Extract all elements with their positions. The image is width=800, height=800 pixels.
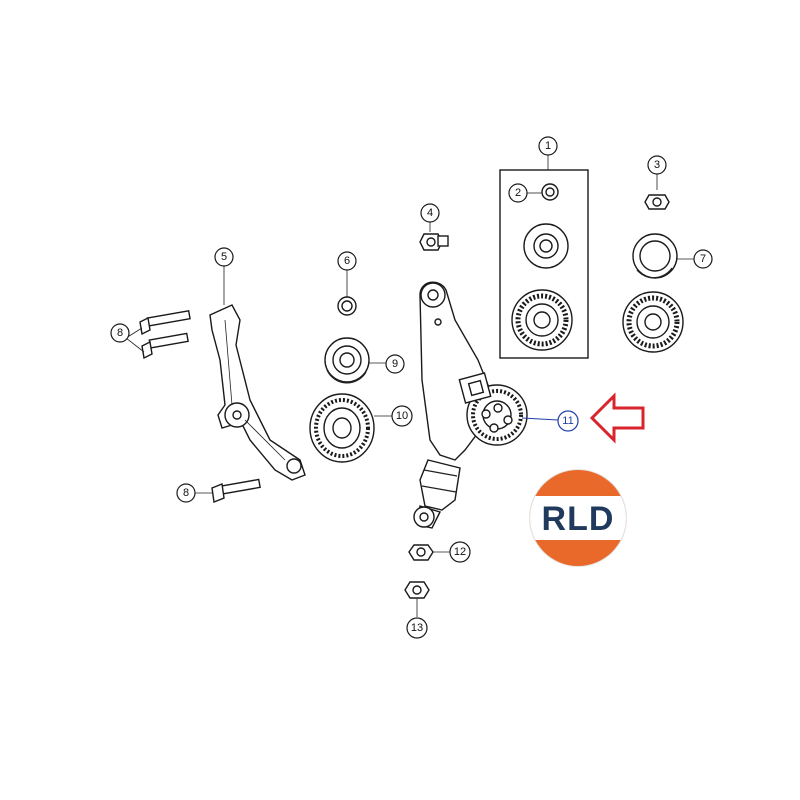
callout-6: 6 xyxy=(337,251,357,271)
part-9-cover[interactable] xyxy=(324,337,386,384)
rld-logo: RLD xyxy=(529,469,627,567)
part-3-bolt[interactable] xyxy=(644,173,670,210)
arrow-left-outline-icon xyxy=(589,392,645,444)
kit-pulley[interactable] xyxy=(511,289,573,351)
svg-text:RLD: RLD xyxy=(542,500,615,538)
svg-text:7: 7 xyxy=(700,253,706,265)
part-4-bolt[interactable] xyxy=(419,222,449,251)
part-12-nut[interactable] xyxy=(408,544,450,561)
svg-text:12: 12 xyxy=(454,546,466,558)
part-8-bolt-lower[interactable] xyxy=(194,478,261,503)
callout-4: 4 xyxy=(420,203,440,223)
kit-gear-washer[interactable] xyxy=(523,223,569,269)
callout-8-upper: 8 xyxy=(110,323,130,343)
part-5-bracket[interactable] xyxy=(209,265,306,481)
part-13-nut[interactable] xyxy=(404,581,430,617)
callout-3: 3 xyxy=(647,155,667,175)
svg-text:4: 4 xyxy=(427,207,433,219)
svg-text:8: 8 xyxy=(183,487,189,499)
part-11-tensioner[interactable] xyxy=(413,281,559,529)
svg-text:2: 2 xyxy=(515,187,521,199)
callout-1: 1 xyxy=(538,136,558,156)
part-2-bolt[interactable] xyxy=(527,183,559,201)
svg-text:11: 11 xyxy=(562,415,573,427)
svg-text:3: 3 xyxy=(654,159,660,171)
callout-9: 9 xyxy=(385,354,405,374)
svg-text:1: 1 xyxy=(545,140,551,152)
callout-7: 7 xyxy=(693,249,713,269)
right-idler-pulley[interactable] xyxy=(622,291,684,353)
svg-text:10: 10 xyxy=(396,410,408,422)
svg-text:6: 6 xyxy=(344,255,350,267)
svg-text:5: 5 xyxy=(221,251,227,263)
callout-12: 12 xyxy=(449,541,471,563)
svg-text:8: 8 xyxy=(117,327,123,339)
svg-text:13: 13 xyxy=(411,622,423,634)
part-8-bolts-pair[interactable] xyxy=(125,309,191,360)
callout-13: 13 xyxy=(406,617,428,639)
part-6-washer[interactable] xyxy=(337,270,357,316)
part-7-cover[interactable] xyxy=(632,233,694,279)
callout-10: 10 xyxy=(391,405,413,427)
callout-2: 2 xyxy=(508,183,528,203)
callout-11: 11 xyxy=(557,410,579,432)
svg-text:9: 9 xyxy=(392,358,398,370)
callout-5: 5 xyxy=(214,247,234,267)
callout-8-lower: 8 xyxy=(176,483,196,503)
part-10-pulley[interactable] xyxy=(309,393,392,463)
